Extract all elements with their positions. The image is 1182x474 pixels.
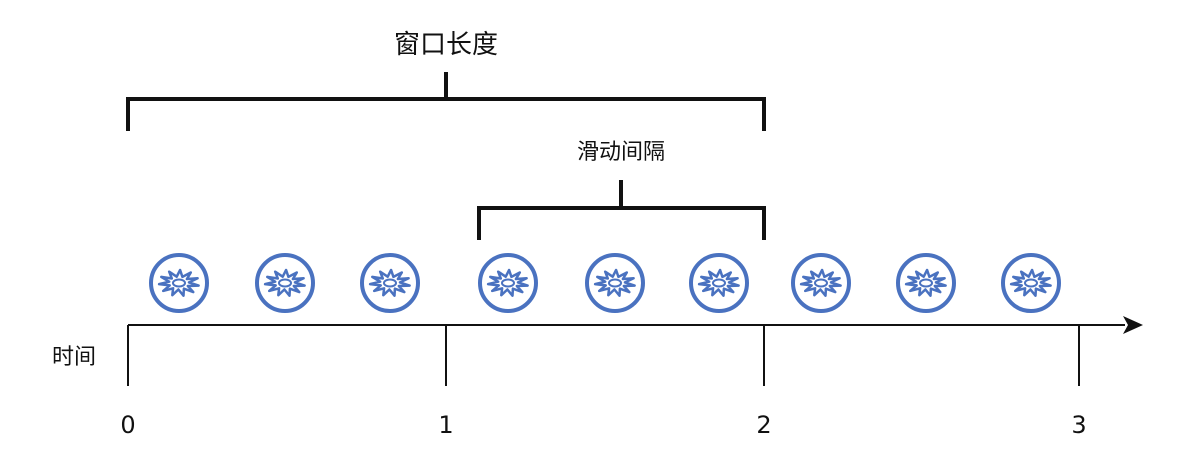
window-length-bracket: 窗口长度: [126, 30, 766, 131]
window-length-label: 窗口长度: [394, 30, 498, 60]
event-burst-icon: [791, 253, 851, 313]
slide-interval-bracket: 滑动间隔: [477, 140, 766, 240]
tick-label-3: 3: [1071, 411, 1086, 439]
tick-label-0: 0: [120, 411, 135, 439]
event-burst-icon: [255, 253, 315, 313]
event-row: [149, 253, 1061, 313]
event-burst-icon: [896, 253, 956, 313]
time-axis: 时间 0 1 2 3: [52, 316, 1143, 439]
event-burst-icon: [1001, 253, 1061, 313]
tick-label-2: 2: [756, 411, 771, 439]
event-burst-icon: [478, 253, 538, 313]
event-burst-icon: [689, 253, 749, 313]
event-burst-icon: [360, 253, 420, 313]
tick-label-1: 1: [438, 411, 453, 439]
event-burst-icon: [585, 253, 645, 313]
axis-arrow-icon: [1123, 316, 1143, 334]
axis-label: 时间: [52, 345, 96, 370]
event-burst-icon: [149, 253, 209, 313]
slide-interval-label: 滑动间隔: [577, 140, 665, 165]
